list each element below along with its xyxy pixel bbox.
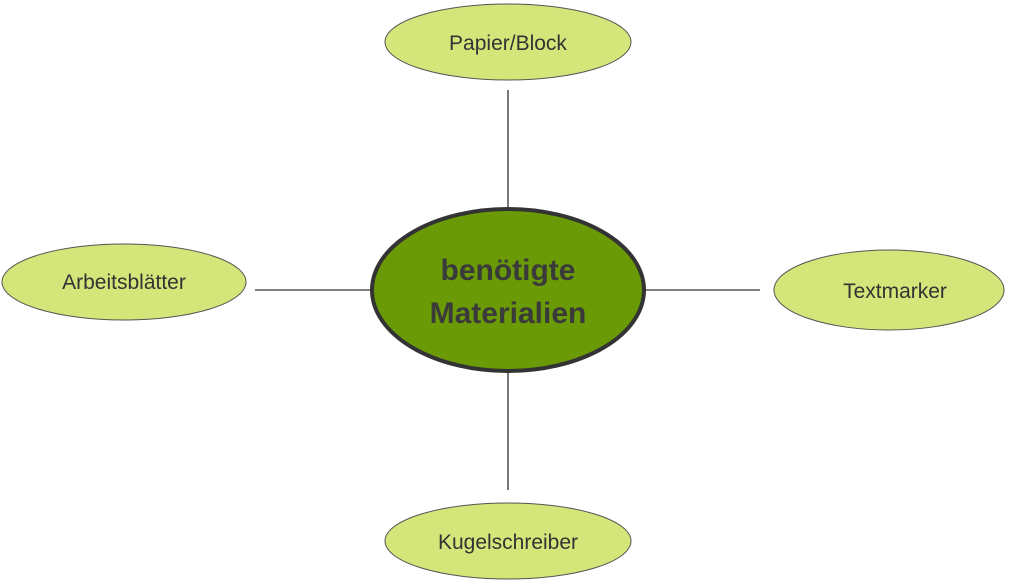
node-label: Kugelschreiber — [438, 531, 578, 554]
center-label-line2: Materialien — [430, 297, 587, 330]
node-arbeitsblaetter: Arbeitsblätter — [1, 243, 247, 321]
center-node: benötigte Materialien — [370, 207, 646, 373]
node-papier-block: Papier/Block — [384, 3, 632, 81]
node-label: Textmarker — [843, 280, 947, 303]
node-label: Papier/Block — [449, 32, 567, 55]
node-label: Arbeitsblätter — [62, 271, 186, 294]
node-textmarker: Textmarker — [773, 249, 1005, 331]
center-label-line1: benötigte — [441, 254, 576, 287]
node-kugelschreiber: Kugelschreiber — [384, 502, 632, 580]
